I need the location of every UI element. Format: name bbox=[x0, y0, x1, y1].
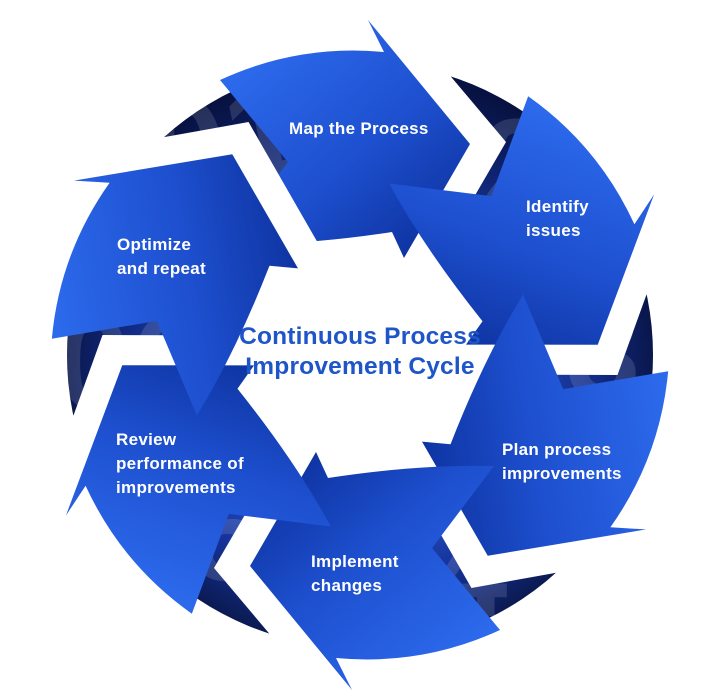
arrow-shape-3 bbox=[422, 294, 669, 556]
step-label-implement-line2: changes bbox=[311, 576, 382, 595]
step-label-optimize-line1: Optimize bbox=[117, 235, 191, 254]
diagram-title-line1: Continuous Process bbox=[239, 323, 481, 350]
step-label-review-line2: performance of bbox=[116, 454, 244, 473]
step-arrow-6 bbox=[51, 122, 334, 416]
step-label-optimize-line2: and repeat bbox=[117, 259, 206, 278]
arrow-shape-5 bbox=[65, 365, 331, 614]
step-label-implement-line1: Implement bbox=[311, 552, 399, 571]
step-label-identify-line1: Identify bbox=[526, 197, 589, 216]
step-label-identify-line2: issues bbox=[526, 221, 581, 240]
step-label-plan-line2: improvements bbox=[502, 464, 622, 483]
step-label-review-line1: Review bbox=[116, 430, 177, 449]
arrow-shape-2 bbox=[389, 96, 655, 345]
diagram-title-line2: Improvement Cycle bbox=[245, 353, 474, 380]
step-label-map-process: Map the Process bbox=[289, 119, 429, 138]
step-labels: Map the Process Identify issues Plan pro… bbox=[116, 119, 622, 595]
diagram-title: Continuous Process Improvement Cycle bbox=[239, 323, 481, 380]
step-label-plan-line1: Plan process bbox=[502, 440, 611, 459]
step-label-review-line3: improvements bbox=[116, 478, 236, 497]
arrow-shape-6 bbox=[51, 154, 298, 416]
